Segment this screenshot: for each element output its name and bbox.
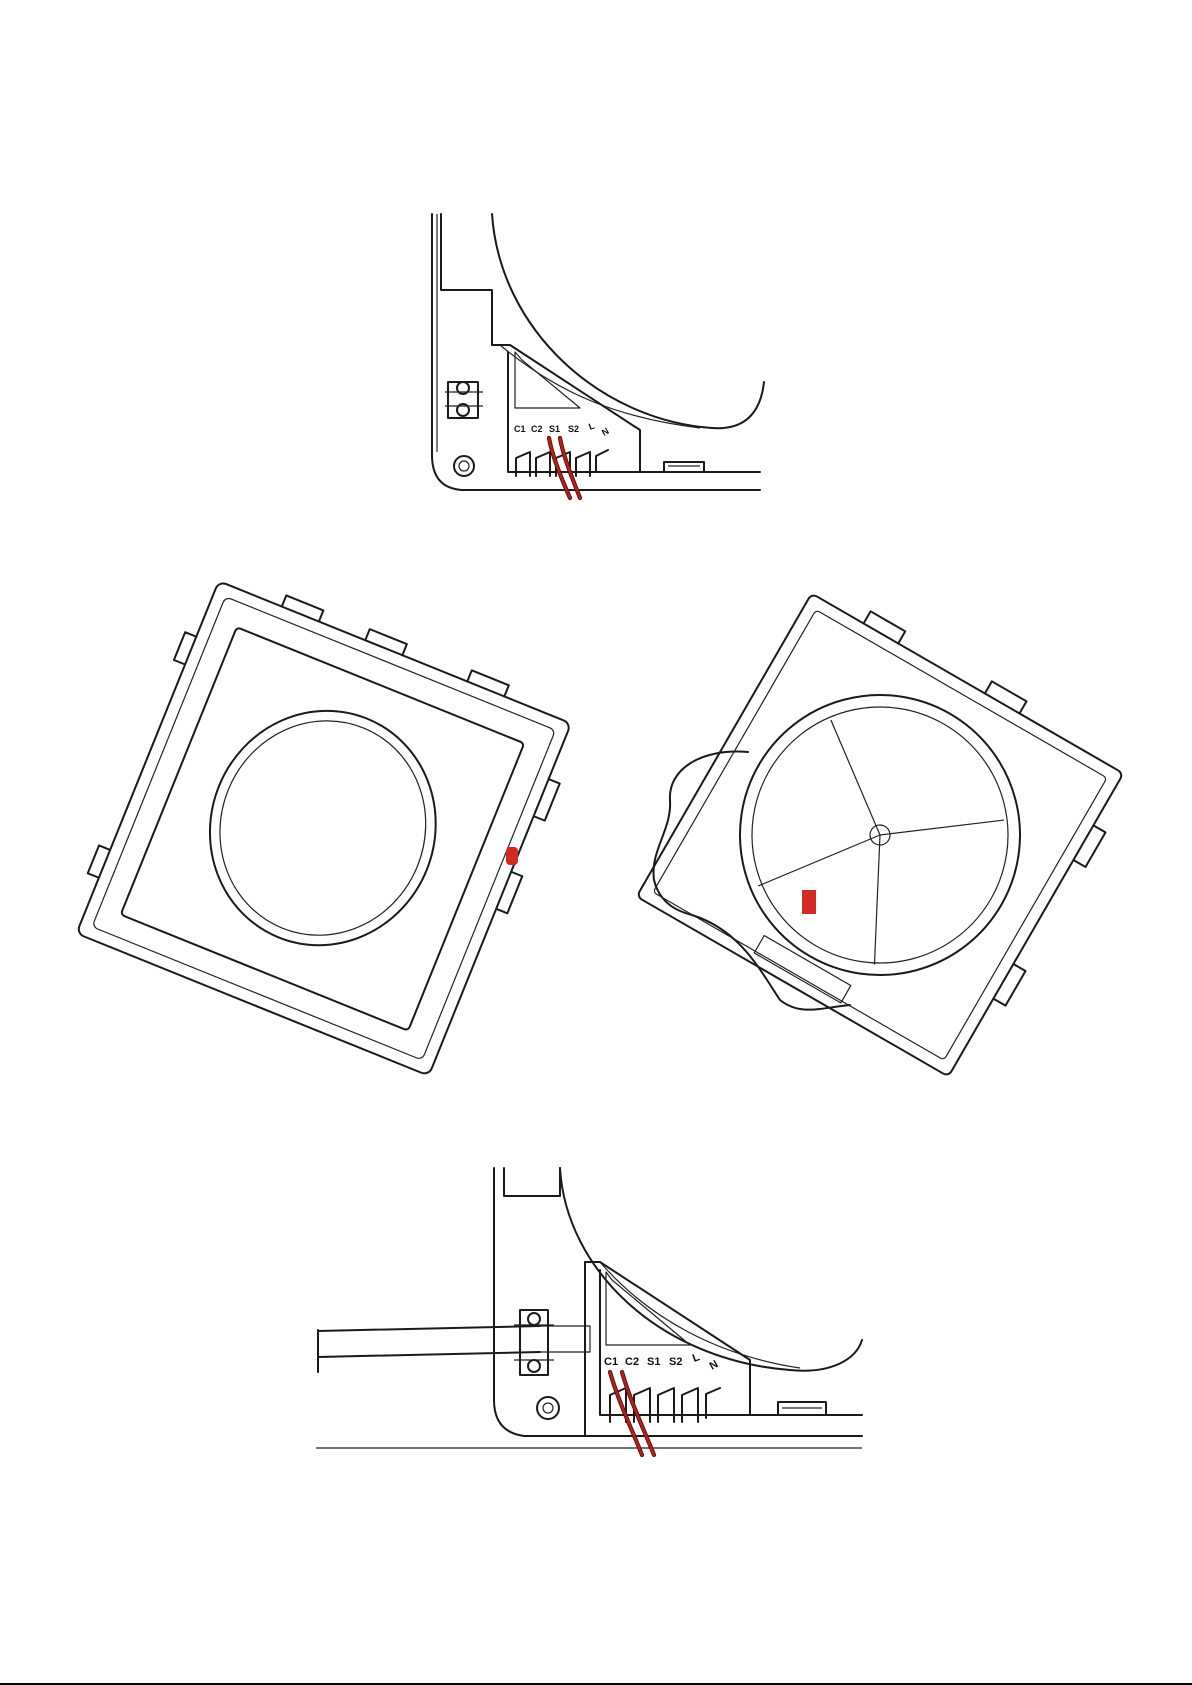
- top-label-s2: S2: [568, 424, 579, 434]
- top-label-l: L: [587, 420, 596, 431]
- front-frame-red-marker: [506, 847, 518, 865]
- top-terminal-labels: C1 C2 S1 S2 L N: [514, 420, 611, 437]
- bottom-label-s1: S1: [647, 1356, 660, 1368]
- figure-front-frame: [65, 565, 586, 1080]
- bottom-label-n: N: [708, 1358, 721, 1372]
- top-label-c1: C1: [514, 424, 526, 434]
- bottom-terminal-labels: C1 C2 S1 S2 L N: [604, 1351, 720, 1372]
- top-label-n: N: [600, 426, 611, 438]
- figure-bottom-cable-routing: C1 C2 S1 S2 L N: [316, 1168, 862, 1455]
- back-housing-red-marker: [802, 890, 816, 914]
- bottom-label-s2: S2: [669, 1356, 682, 1368]
- bottom-red-wires: [610, 1372, 654, 1455]
- bottom-label-c2: C2: [625, 1356, 639, 1368]
- top-label-s1: S1: [549, 424, 560, 434]
- bottom-label-c1: C1: [604, 1356, 618, 1368]
- figure-back-housing: [637, 581, 1143, 1083]
- figure-top-terminal-detail: C1 C2 S1 S2 L N: [432, 214, 764, 498]
- bottom-cable: [318, 1326, 590, 1372]
- top-label-c2: C2: [531, 424, 543, 434]
- bottom-label-l: L: [691, 1351, 702, 1365]
